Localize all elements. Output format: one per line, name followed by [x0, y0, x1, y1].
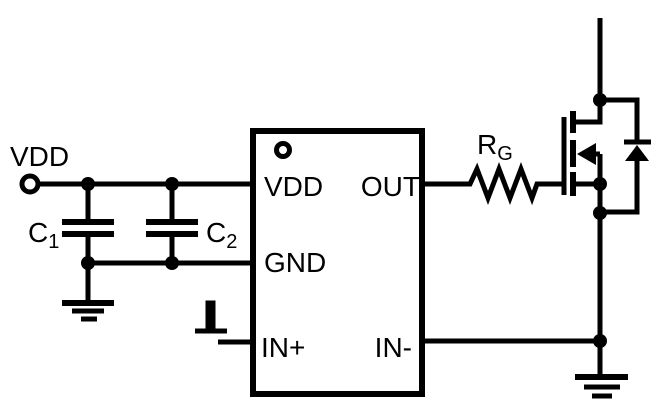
- body-diode: [600, 97, 651, 215]
- junction-dot: [593, 334, 607, 348]
- diode-bottom-branch: [600, 159, 640, 215]
- rg-label-main: R: [477, 129, 497, 160]
- junction-dot: [593, 206, 607, 220]
- junction-dot: [165, 256, 179, 270]
- ic-pin-label-gnd: GND: [264, 247, 326, 278]
- gate-resistor: [422, 161, 562, 206]
- junction-dot: [81, 256, 95, 270]
- junction-dot: [165, 177, 179, 191]
- c1-label-main: C: [28, 217, 48, 248]
- c2-label-sub: 2: [226, 231, 237, 253]
- pulse-signal-icon: [195, 300, 227, 334]
- junction-dot: [593, 93, 607, 107]
- pin1-indicator-icon: [274, 141, 292, 159]
- junction-dot: [593, 177, 607, 191]
- ic-pin-label-in-minus: IN-: [375, 332, 412, 363]
- mosfet-body-arrow-icon: [577, 143, 596, 165]
- mosfet-drain-wire: [573, 18, 603, 125]
- junction-dot: [81, 177, 95, 191]
- diode-triangle-icon: [625, 145, 649, 161]
- c1-label-sub: 1: [48, 231, 59, 253]
- ground-symbol-left: [62, 263, 114, 322]
- ic-pin-label-out: OUT: [361, 171, 420, 202]
- vdd-terminal-icon: [19, 173, 41, 195]
- ic-pin-label-vdd: VDD: [264, 171, 323, 202]
- supply-vdd-label: VDD: [10, 141, 69, 172]
- driver-ic-body: [250, 128, 425, 397]
- c2-label: C2: [206, 217, 237, 253]
- ground-symbol-right: [575, 374, 628, 399]
- capacitor-c1: [62, 184, 114, 263]
- capacitor-c2: [146, 184, 198, 263]
- rg-label: RG: [477, 129, 513, 165]
- c2-label-main: C: [206, 217, 226, 248]
- diode-top-branch: [600, 97, 640, 142]
- ic-pin-label-in-plus: IN+: [261, 332, 305, 363]
- rg-label-sub: G: [497, 143, 513, 165]
- c1-label: C1: [28, 217, 59, 253]
- mosfet: [561, 18, 603, 377]
